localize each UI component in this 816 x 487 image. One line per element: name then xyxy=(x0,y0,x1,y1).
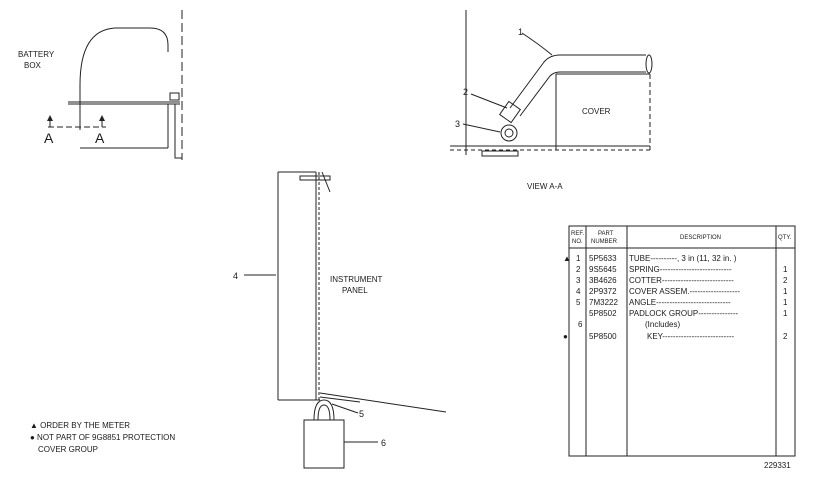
row-qty: 2 xyxy=(783,276,788,285)
table-row: 5P8502 PADLOCK GROUP--------------- 1 xyxy=(589,309,788,318)
header-description: DESCRIPTION xyxy=(680,235,721,241)
leader-3 xyxy=(462,123,501,133)
parts-table xyxy=(568,225,796,457)
callout-2: 2 xyxy=(463,87,468,97)
row-part: 2P9372 xyxy=(589,287,617,296)
leader-2 xyxy=(470,93,508,109)
arrow-head-right xyxy=(99,115,105,121)
table-row: 2 9S5645 SPRING-------------------------… xyxy=(576,265,788,274)
section-label-right: A xyxy=(95,130,105,146)
row-desc: COVER ASSEM.------------------- xyxy=(629,287,740,296)
header-ref-2: NO. xyxy=(572,239,583,245)
header-qty: QTY. xyxy=(778,235,792,241)
tube-lower xyxy=(519,71,646,117)
note-not-part-of-cont: COVER GROUP xyxy=(38,445,98,454)
drawing-number: 229331 xyxy=(764,461,791,470)
panel-label-1: INSTRUMENT xyxy=(330,275,383,284)
table-rows: ▲ 1 5P5633 TUBE----------, 3 in (11, 32 … xyxy=(563,254,788,341)
spring-body xyxy=(498,100,522,124)
shackle-inner xyxy=(317,404,331,421)
row-desc: COTTER--------------------------- xyxy=(629,276,734,285)
padlock-body xyxy=(303,419,345,469)
row-desc: (Includes) xyxy=(645,320,680,329)
row-ref: 6 xyxy=(578,320,583,329)
table-row: ▲ 1 5P5633 TUBE----------, 3 in (11, 32 … xyxy=(563,254,737,263)
battery-box-view xyxy=(48,10,183,160)
leader-5 xyxy=(331,403,359,414)
row-part: 3B4626 xyxy=(589,276,617,285)
battery-box-outline xyxy=(79,27,169,130)
view-a-a xyxy=(450,10,653,157)
row-mark: ▲ xyxy=(563,254,571,263)
row-ref: 4 xyxy=(576,287,581,296)
row-desc: KEY--------------------------- xyxy=(647,332,735,341)
tube-upper xyxy=(509,54,646,109)
cover-label: COVER xyxy=(582,107,611,116)
shackle-outer xyxy=(313,399,335,421)
note-order-by-meter: ▲ ORDER BY THE METER xyxy=(30,421,130,430)
callout-6: 6 xyxy=(381,438,386,448)
row-qty: 1 xyxy=(783,287,788,296)
section-label-left: A xyxy=(44,130,54,146)
top-bracket xyxy=(299,175,331,181)
cotter-inner xyxy=(504,128,514,138)
row-ref: 3 xyxy=(576,276,581,285)
row-part: 7M3222 xyxy=(589,298,618,307)
note-not-part-of: ● NOT PART OF 9G8851 PROTECTION xyxy=(30,433,175,442)
table-frame xyxy=(568,225,796,457)
view-caption: VIEW A-A xyxy=(527,182,563,191)
row-qty: 1 xyxy=(783,309,788,318)
table-row: 3 3B4626 COTTER-------------------------… xyxy=(576,276,788,285)
table-row: ● 5P8500 KEY--------------------------- … xyxy=(563,332,788,341)
header-part-1: PART xyxy=(598,231,614,237)
base-plate xyxy=(481,150,519,157)
panel-label-2: PANEL xyxy=(342,286,368,295)
cotter-ring xyxy=(500,124,518,142)
callout-4: 4 xyxy=(233,271,238,281)
top-bracket-leg xyxy=(321,171,331,193)
row-qty: 1 xyxy=(783,298,788,307)
angle-line xyxy=(319,392,447,413)
rod-clip xyxy=(169,92,180,101)
table-row: 4 2P9372 COVER ASSEM.-------------------… xyxy=(576,287,788,296)
battery-box-label-2: BOX xyxy=(24,61,42,70)
row-ref: 5 xyxy=(576,298,581,307)
table-row: 5 7M3222 ANGLE--------------------------… xyxy=(576,298,788,307)
table-row: 6 (Includes) xyxy=(578,320,680,329)
row-desc: SPRING--------------------------- xyxy=(629,265,732,274)
row-desc: ANGLE---------------------------- xyxy=(629,298,731,307)
angle-line-2 xyxy=(319,396,361,403)
arrow-head-left xyxy=(47,115,53,121)
row-part: 5P8502 xyxy=(589,309,617,318)
row-part: 5P5633 xyxy=(589,254,617,263)
callout-1: 1 xyxy=(518,27,523,37)
header-part-2: NUMBER xyxy=(591,239,618,245)
row-qty: 2 xyxy=(783,332,788,341)
battery-box-label-1: BATTERY xyxy=(18,50,55,59)
callout-3: 3 xyxy=(455,119,460,129)
tube-end xyxy=(645,54,653,74)
row-desc: TUBE----------, 3 in (11, 32 in. ) xyxy=(629,254,737,263)
instrument-panel-view xyxy=(244,171,447,469)
row-desc: PADLOCK GROUP--------------- xyxy=(629,309,738,318)
leader-1 xyxy=(521,32,553,56)
header-ref-1: REF. xyxy=(571,231,584,237)
row-ref: 2 xyxy=(576,265,581,274)
row-ref: 1 xyxy=(576,254,581,263)
row-part: 9S5645 xyxy=(589,265,617,274)
row-mark: ● xyxy=(563,332,568,341)
row-part: 5P8500 xyxy=(589,332,617,341)
bracket xyxy=(174,104,182,159)
row-qty: 1 xyxy=(783,265,788,274)
callout-5: 5 xyxy=(359,409,364,419)
